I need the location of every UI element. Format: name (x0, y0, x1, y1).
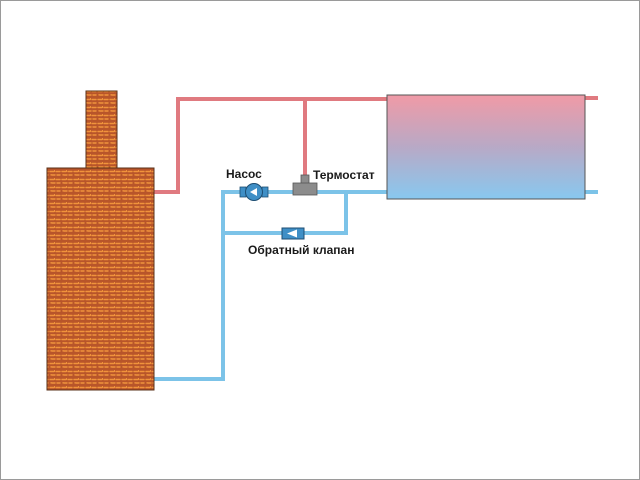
chimney (85, 90, 118, 170)
cold-return-pipes (154, 190, 598, 381)
boiler-body (46, 167, 155, 391)
thermostat-label: Термостат (313, 168, 375, 182)
brick-boiler (46, 90, 155, 391)
pump-icon (239, 183, 269, 201)
thermostat-icon (292, 174, 318, 196)
check-valve-label: Обратный клапан (248, 243, 354, 257)
pump-label: Насос (226, 167, 262, 181)
check-valve-icon (281, 227, 305, 240)
hot-supply-pipes (154, 96, 598, 194)
radiator (386, 94, 586, 200)
